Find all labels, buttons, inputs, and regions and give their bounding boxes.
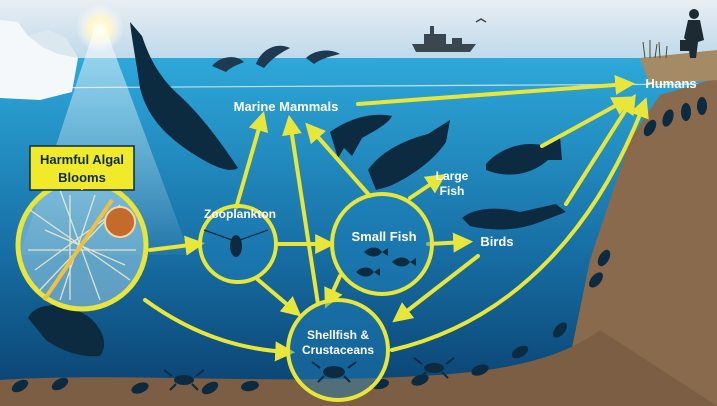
shellfish-label-line1: Shellfish &	[307, 328, 369, 342]
small-fish-node	[332, 194, 432, 294]
birds-label: Birds	[480, 234, 513, 249]
harmful-algal-blooms-node	[18, 181, 146, 309]
small-fish-label: Small Fish	[351, 229, 416, 244]
large-fish-label-line1: Large	[436, 169, 469, 183]
large-fish-label-line2: Fish	[440, 184, 465, 198]
dinoflagellate-cell	[105, 207, 135, 237]
zooplankton-label: Zooplankton	[204, 207, 276, 221]
humans-label: Humans	[645, 76, 696, 91]
hab-title-line2: Blooms	[58, 170, 106, 185]
hab-title-line1: Harmful Algal	[40, 152, 124, 167]
marine-mammals-label: Marine Mammals	[234, 99, 339, 114]
shellfish-label-line2: Crustaceans	[302, 343, 374, 357]
